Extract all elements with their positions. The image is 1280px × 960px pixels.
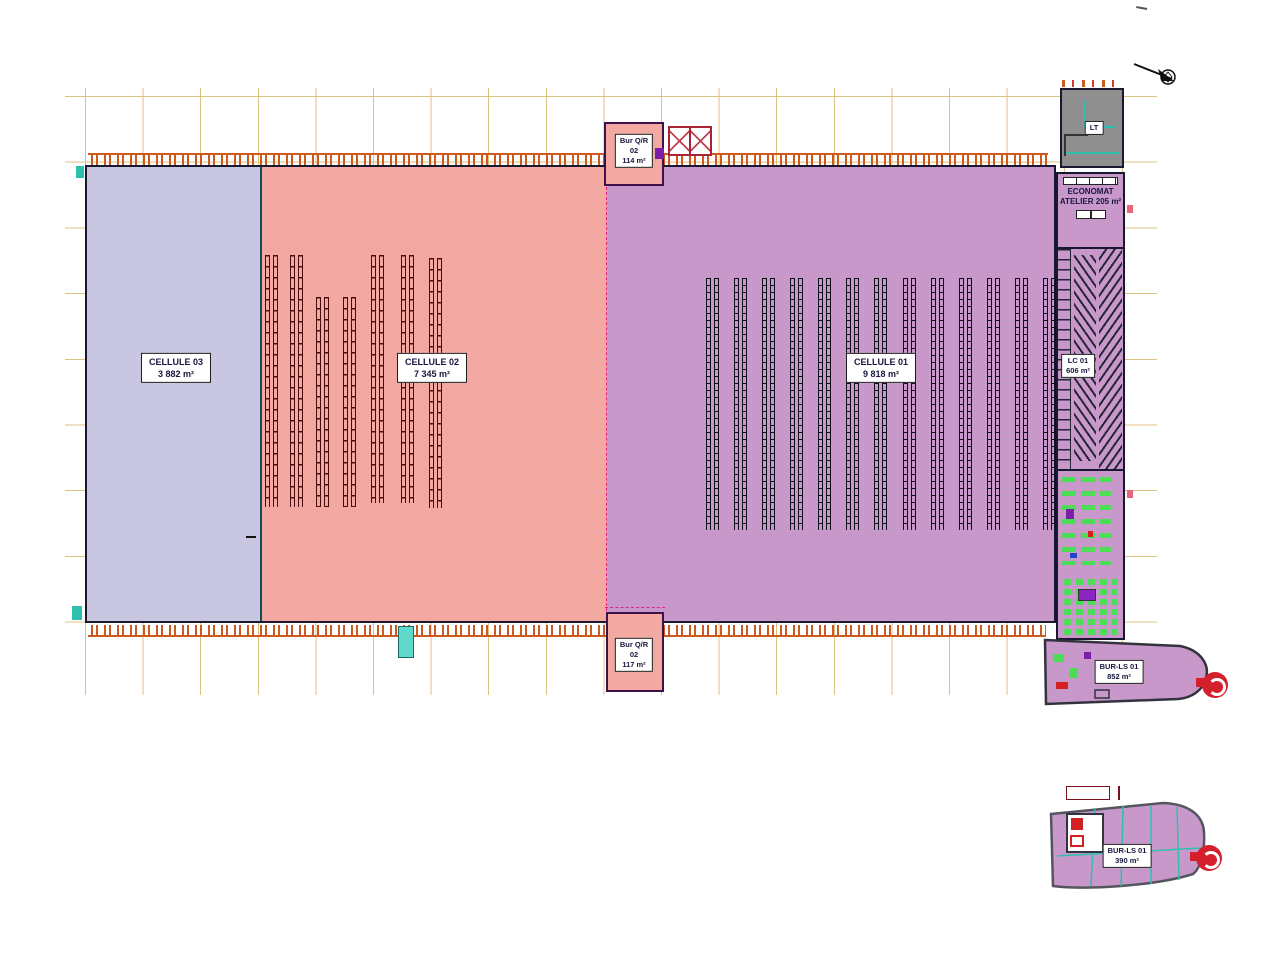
pallet-rack [930,278,944,530]
pallet-rack [762,278,776,530]
roof-tick-marks [1062,80,1122,87]
pallet-rack [706,278,719,530]
pallet-rack [902,278,916,530]
corner-mark [1135,6,1148,12]
plan-detail [1088,531,1093,537]
pallet-rack [790,278,804,530]
economat-label: ECONOMAT ATELIER 205 m² [1059,187,1122,207]
canopy-outline [1066,786,1110,800]
window-strip [1063,177,1118,185]
spiral-stair-icon [1202,672,1228,698]
plan-detail [1127,490,1133,498]
pallet-rack [874,278,888,530]
partition-line [1064,134,1088,136]
plan-detail [1070,553,1077,558]
zone-cellule-03 [87,167,262,621]
plan-detail [246,536,256,538]
pallet-rack [290,255,303,507]
pallet-rack [846,278,860,530]
pallet-rack [986,278,1000,530]
zone-economat-atelier: ECONOMAT ATELIER 205 m² [1058,174,1123,249]
pallet-rack [818,278,832,530]
plan-detail [1066,509,1074,519]
elevator-shaft [668,126,712,156]
zone-boundary-dashed [605,607,665,608]
right-service-wing: ECONOMAT ATELIER 205 m² [1056,172,1125,640]
label-bur-qr-top: Bur Q/R 02 114 m² [614,133,654,169]
partition-line [1064,152,1120,154]
exterior-stair [398,626,414,658]
furniture-blocks [1062,477,1111,565]
pallet-rack [1014,278,1028,530]
plan-detail [1078,589,1096,601]
pallet-rack [316,297,329,507]
pallet-rack [371,255,384,503]
plan-detail [76,166,84,178]
dock-doors-bottom [88,625,1046,637]
plan-detail [655,148,664,159]
pallet-rack [265,255,278,507]
zone-social-rooms [1058,469,1123,638]
canopy-line [1118,786,1120,800]
pallet-rack [958,278,972,530]
desk-symbol [1075,209,1106,219]
furniture-blocks [1064,579,1117,638]
dock-doors-top [88,153,1048,165]
label-bur-qr-bottom: Bur Q/R 02 117 m² [614,637,654,673]
label-lt: LT [1084,120,1104,136]
plan-detail [72,606,82,620]
ramp-hatch [1099,249,1122,469]
spiral-stair-icon [1196,845,1222,871]
north-arrow-icon [1133,63,1176,85]
pallet-rack [343,297,356,507]
plan-detail [1127,205,1133,213]
partition-line [1064,134,1066,156]
partition-line [1084,100,1086,126]
pallet-rack [1042,278,1056,530]
pallet-rack [734,278,748,530]
rack-rows-cellule-01 [706,278,1056,530]
